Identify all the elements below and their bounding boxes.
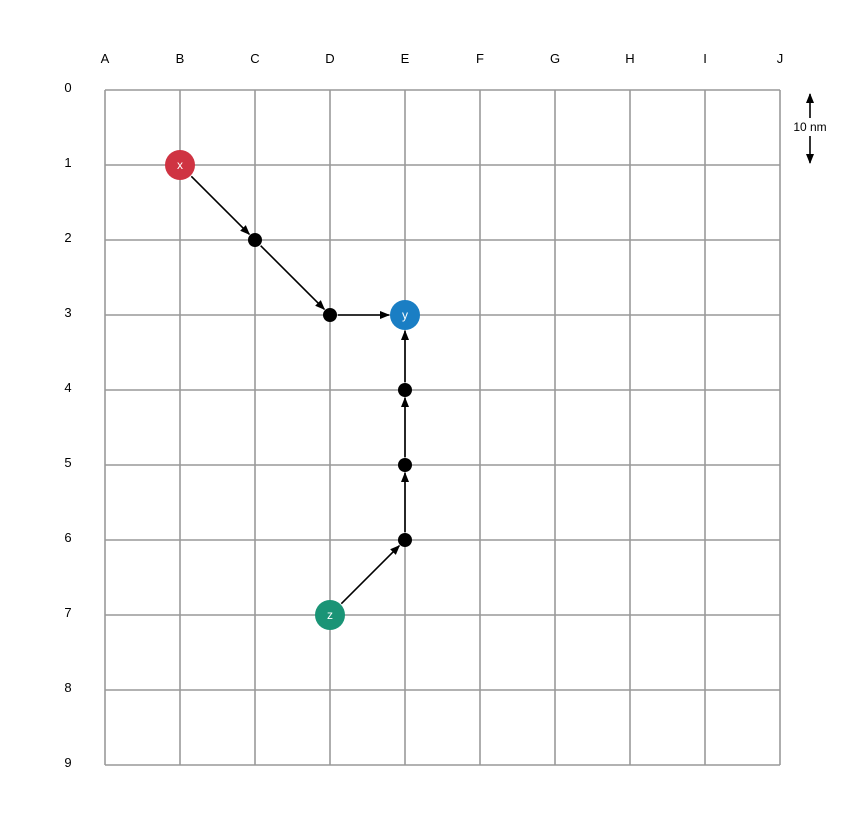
row-label-3: 3 bbox=[64, 305, 71, 320]
node-x-label: x bbox=[177, 158, 183, 172]
row-label-5: 5 bbox=[64, 455, 71, 470]
column-label-I: I bbox=[703, 51, 707, 66]
waypoint-node bbox=[323, 308, 337, 322]
scale-bar: 10 nm bbox=[793, 93, 827, 164]
column-label-E: E bbox=[401, 51, 410, 66]
column-label-B: B bbox=[176, 51, 185, 66]
column-label-C: C bbox=[250, 51, 259, 66]
node-z-label: z bbox=[327, 608, 333, 622]
row-label-6: 6 bbox=[64, 530, 71, 545]
column-labels: A B C D E F G H I J bbox=[101, 51, 784, 66]
node-y: y bbox=[390, 300, 420, 330]
row-label-2: 2 bbox=[64, 230, 71, 245]
row-label-1: 1 bbox=[64, 155, 71, 170]
column-label-A: A bbox=[101, 51, 110, 66]
waypoint-circle bbox=[398, 533, 412, 547]
waypoint-node bbox=[398, 533, 412, 547]
grid-lines bbox=[104, 89, 781, 766]
node-z: z bbox=[315, 600, 345, 630]
path-nodes: x y z bbox=[165, 150, 420, 630]
waypoint-circle bbox=[323, 308, 337, 322]
row-label-9: 9 bbox=[64, 755, 71, 770]
column-label-D: D bbox=[325, 51, 334, 66]
node-x-circle bbox=[165, 150, 195, 180]
edge-x-to-c2 bbox=[190, 175, 251, 236]
node-y-label: y bbox=[402, 308, 408, 322]
row-label-8: 8 bbox=[64, 680, 71, 695]
node-y-circle bbox=[390, 300, 420, 330]
column-label-H: H bbox=[625, 51, 634, 66]
waypoint-circle bbox=[398, 458, 412, 472]
waypoint-circle bbox=[398, 383, 412, 397]
waypoint-node bbox=[398, 458, 412, 472]
column-label-F: F bbox=[476, 51, 484, 66]
path-edges bbox=[190, 175, 409, 605]
edge-z-to-e6 bbox=[340, 544, 401, 605]
edge-c2-to-d3 bbox=[260, 245, 326, 311]
column-label-G: G bbox=[550, 51, 560, 66]
column-label-J: J bbox=[777, 51, 784, 66]
node-x: x bbox=[165, 150, 195, 180]
waypoint-node bbox=[248, 233, 262, 247]
scale-bar-label: 10 nm bbox=[793, 120, 826, 134]
row-label-0: 0 bbox=[64, 80, 71, 95]
waypoint-circle bbox=[248, 233, 262, 247]
waypoint-node bbox=[398, 383, 412, 397]
row-label-7: 7 bbox=[64, 605, 71, 620]
node-z-circle bbox=[315, 600, 345, 630]
row-labels: 0 1 2 3 4 5 6 7 8 9 bbox=[64, 80, 71, 770]
row-label-4: 4 bbox=[64, 380, 71, 395]
